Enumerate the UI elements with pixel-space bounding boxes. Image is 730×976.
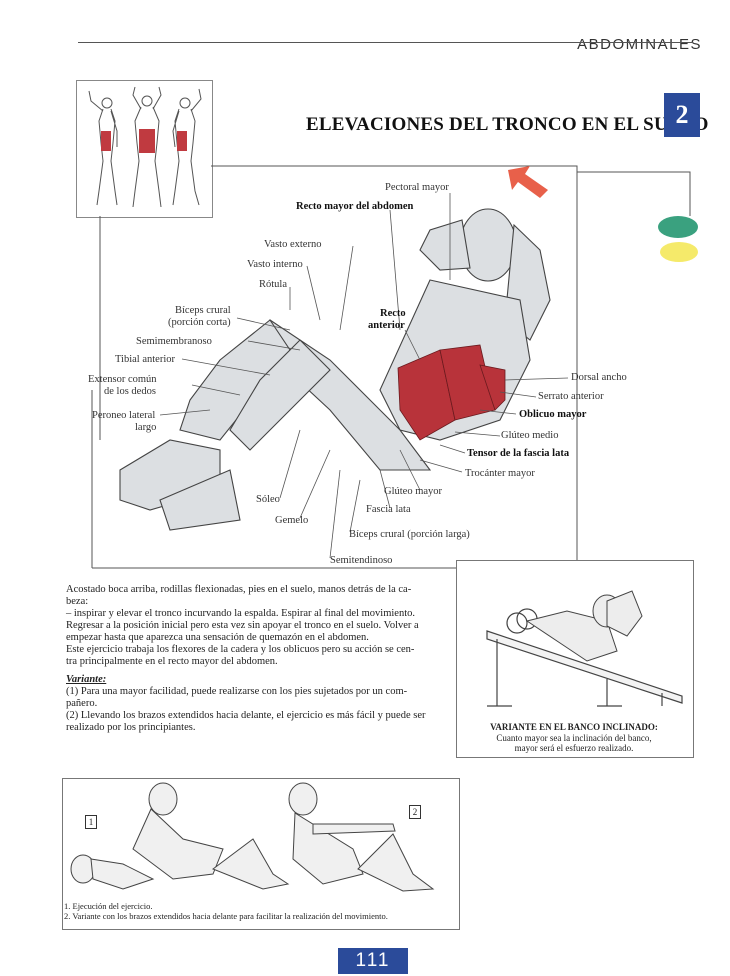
variant-tag-2: 2 bbox=[409, 805, 421, 819]
label-soleo: Sóleo bbox=[256, 494, 280, 505]
variants-caption-line: 1. Ejecución del ejercicio. bbox=[64, 901, 153, 911]
label-recto-mayor: Recto mayor del abdomen bbox=[296, 201, 414, 212]
label-peroneo-largo: largo bbox=[135, 422, 157, 433]
label-tensor-fascia-lata: Tensor de la fascia lata bbox=[467, 448, 570, 459]
label-gemelo: Gemelo bbox=[275, 515, 309, 526]
section-title: ABDOMINALES bbox=[577, 36, 702, 53]
label-serrato-anterior: Serrato anterior bbox=[538, 391, 604, 402]
incline-caption-line: mayor será el esfuerzo realizado. bbox=[514, 743, 634, 753]
header-rule bbox=[78, 42, 693, 43]
label-biceps-porcion-larga: Bíceps crural (porción larga) bbox=[349, 529, 470, 540]
label-fascia-lata: Fascia lata bbox=[366, 504, 411, 515]
incline-variant-box bbox=[456, 560, 694, 758]
label-de-los-dedos: de los dedos bbox=[104, 386, 156, 397]
yellow-marker bbox=[660, 242, 698, 262]
label-dorsal-ancho: Dorsal ancho bbox=[571, 372, 627, 383]
label-recto-anterior: Recto bbox=[380, 308, 406, 319]
label-semimembranoso: Semimembranoso bbox=[136, 336, 212, 347]
label-vasto-externo: Vasto externo bbox=[264, 239, 322, 250]
desc-line: Regresar a la posición inicial pero esta… bbox=[66, 620, 419, 631]
label-gluteo-medio: Glúteo medio bbox=[501, 430, 559, 441]
muscle-thumbnail bbox=[76, 80, 213, 218]
desc-line: tra principalmente en el recto mayor del… bbox=[66, 656, 278, 667]
label-trocanter-mayor: Trocánter mayor bbox=[465, 468, 535, 479]
label-gluteo-mayor: Glúteo mayor bbox=[384, 486, 443, 497]
variant-line: (2) Llevando los brazos extendidos hacia… bbox=[66, 710, 426, 721]
variant-title: Variante: bbox=[66, 674, 107, 685]
desc-line: beza: bbox=[66, 596, 89, 607]
exercise-title: ELEVACIONES DEL TRONCO EN EL SUELO bbox=[306, 114, 709, 135]
incline-caption: VARIANTE EN EL BANCO INCLINADO: Cuanto m… bbox=[456, 722, 692, 754]
label-vasto-interno: Vasto interno bbox=[247, 259, 303, 270]
muscle-thumbnail-illustration bbox=[88, 86, 202, 208]
incline-bench-illustration bbox=[486, 590, 683, 707]
green-marker bbox=[658, 216, 698, 238]
desc-line: – inspirar y elevar el tronco incurvando… bbox=[66, 608, 416, 619]
variants-caption: 1. Ejecución del ejercicio. 2. Variante … bbox=[64, 901, 388, 921]
highlight-muscle-3 bbox=[177, 131, 187, 151]
desc-line: Acostado boca arriba, rodillas flexionad… bbox=[66, 584, 412, 595]
label-peroneo-lateral: Peroneo lateral bbox=[92, 410, 156, 421]
direction-arrow bbox=[508, 166, 548, 198]
label-extensor-comun: Extensor común bbox=[88, 374, 157, 385]
label-biceps-porcion-corta: (porción corta) bbox=[168, 317, 231, 328]
label-semitendinoso: Semitendinoso bbox=[330, 555, 393, 566]
exercise-number-badge: 2 bbox=[664, 93, 700, 137]
incline-caption-title: VARIANTE EN EL BANCO INCLINADO: bbox=[490, 722, 658, 732]
incline-caption-line: Cuanto mayor sea la inclinación del banc… bbox=[496, 732, 652, 743]
variant-line: pañero. bbox=[66, 698, 98, 709]
page-number: 111 bbox=[338, 948, 408, 974]
exercise-description: Acostado boca arriba, rodillas flexionad… bbox=[66, 584, 440, 734]
label-tibial-anterior: Tibial anterior bbox=[115, 354, 175, 365]
label-oblicuo-mayor: Oblicuo mayor bbox=[519, 409, 587, 420]
highlight-muscle-2 bbox=[139, 129, 155, 153]
highlight-muscle-1 bbox=[101, 131, 111, 151]
abdominal-muscles bbox=[397, 344, 506, 441]
variant-line: realizado por los principiantes. bbox=[66, 722, 196, 733]
label-biceps-crural: Bíceps crural bbox=[175, 305, 231, 316]
desc-line: Este ejercicio trabaja los flexores de l… bbox=[66, 644, 415, 655]
desc-line: empezar hasta que aparezca una sensación… bbox=[66, 632, 369, 643]
label-recto-anterior-2: anterior bbox=[368, 320, 405, 331]
variants-illustration bbox=[70, 782, 435, 892]
label-rotula: Rótula bbox=[259, 279, 287, 290]
variants-illustration-box: 1 2 bbox=[62, 778, 460, 930]
variants-caption-line: 2. Variante con los brazos extendidos ha… bbox=[64, 911, 388, 921]
variant-tag-1: 1 bbox=[85, 815, 97, 829]
label-pectoral-mayor: Pectoral mayor bbox=[385, 182, 449, 193]
variant-line: (1) Para una mayor facilidad, puede real… bbox=[66, 686, 408, 697]
